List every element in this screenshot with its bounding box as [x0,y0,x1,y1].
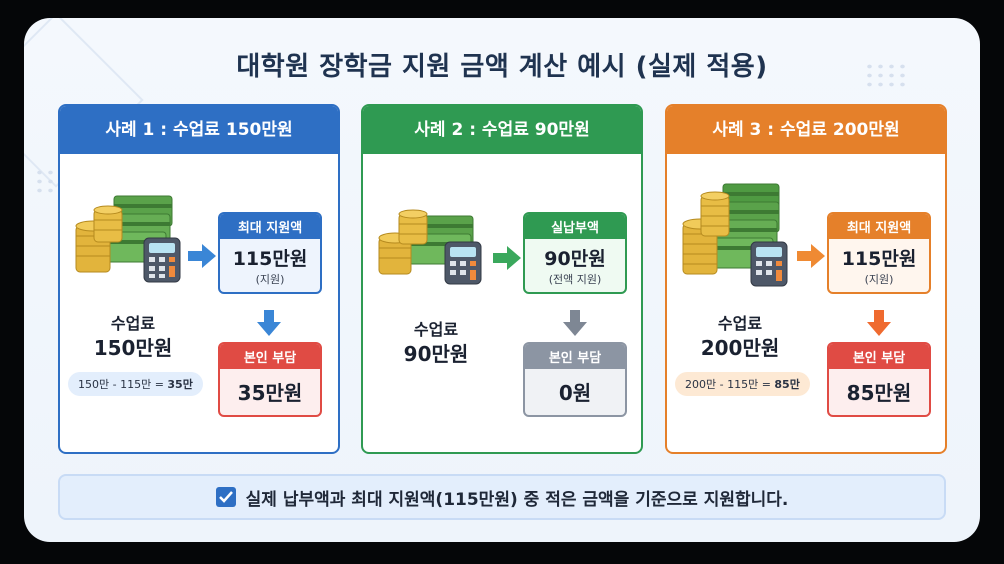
coin-stack-icon [682,191,730,275]
arrow-down-icon [563,310,587,336]
footer-note: 실제 납부액과 최대 지원액(115만원) 중 적은 금액을 기준으로 지원합니… [58,474,946,520]
box-note: (지원) [864,273,894,286]
self-burden-box: 본인 부담 85만원 [827,342,931,417]
infographic-card: 대학원 장학금 지원 금액 계산 예시 (실제 적용) 사례 1 : 수업료 1… [24,18,980,542]
arrow-right-icon [797,244,825,268]
tuition-label: 수업료 90만원 [371,318,501,366]
box-note: (전액 지원) [548,273,602,286]
tuition-label: 수업료 150만원 [68,312,198,360]
tuition-text: 수업료 [717,314,763,333]
money-stack-icon [378,209,482,285]
formula-result: 85만 [774,378,800,391]
formula: 200만 - 115만 = 85만 [675,372,810,396]
max-support-box: 최대 지원액 115만원 (지원) [827,212,931,294]
case-header: 사례 1 : 수업료 150만원 [60,106,338,154]
box-title: 최대 지원액 [829,214,929,239]
box-value: 85만원 [846,381,912,405]
box-value: 115만원 [841,248,917,270]
checkbox-icon [215,487,236,507]
arrow-down-icon [867,310,891,336]
self-burden-box: 본인 부담 35만원 [218,342,322,417]
tuition-amount: 200만원 [700,336,780,360]
box-title: 실납부액 [525,214,625,239]
box-title: 본인 부담 [525,344,625,369]
box-note: (지원) [255,273,285,286]
arrow-right-icon [493,246,521,270]
formula: 150만 - 115만 = 35만 [68,372,203,396]
formula-result: 35만 [167,378,193,391]
case-panel-3: 사례 3 : 수업료 200만원 [665,104,947,454]
tuition-amount: 90만원 [403,342,469,366]
box-title: 본인 부담 [220,344,320,369]
money-stack-icon [75,195,181,283]
tuition-text: 수업료 [413,320,459,339]
footer-text: 실제 납부액과 최대 지원액(115만원) 중 적은 금액을 기준으로 지원합니… [245,489,789,510]
box-value: 0원 [558,381,592,405]
formula-expression: 200만 - 115만 = [685,378,775,391]
max-support-box: 최대 지원액 115만원 (지원) [218,212,322,294]
formula-expression: 150만 - 115만 = [78,378,168,391]
case-header: 사례 3 : 수업료 200만원 [667,106,945,154]
coin-stack-icon [75,205,123,273]
box-title: 본인 부담 [829,344,929,369]
arrow-down-icon [257,310,281,336]
actual-payment-box: 실납부액 90만원 (전액 지원) [523,212,627,294]
box-value: 90만원 [544,248,606,270]
case-header: 사례 2 : 수업료 90만원 [363,106,641,154]
box-value: 115만원 [232,248,308,270]
box-value: 35만원 [237,381,303,405]
tuition-label: 수업료 200만원 [675,312,805,360]
arrow-right-icon [188,244,216,268]
self-burden-box: 본인 부담 0원 [523,342,627,417]
calculator-icon [750,241,788,287]
page-title: 대학원 장학금 지원 금액 계산 예시 (실제 적용) [236,52,768,82]
tuition-text: 수업료 [110,314,156,333]
decor-dots [864,62,908,90]
tuition-amount: 150만원 [93,336,173,360]
calculator-icon [143,237,181,283]
calculator-icon [444,241,482,285]
coin-stack-icon [378,209,428,275]
box-title: 최대 지원액 [220,214,320,239]
case-panel-2: 사례 2 : 수업료 90만원 [361,104,643,454]
money-stack-icon [682,183,788,287]
case-panel-1: 사례 1 : 수업료 150만원 [58,104,340,454]
